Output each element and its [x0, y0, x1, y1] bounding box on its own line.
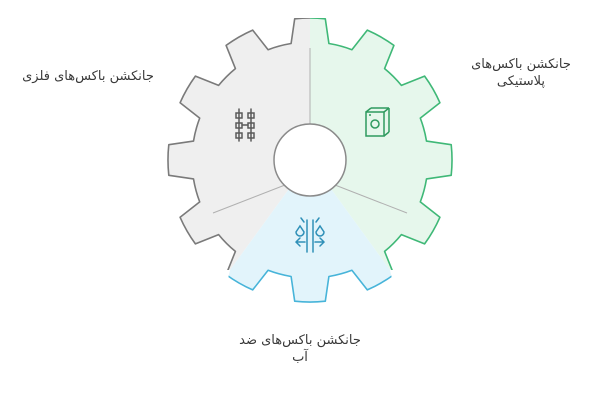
label-waterproof-junction-boxes: جانکشن باکس‌های ضد آب: [239, 333, 361, 365]
label-plastic-junction-boxes: جانکشن باکس‌های پلاستیکی: [471, 57, 571, 89]
junction-box-icon: [235, 108, 255, 142]
gear-center-hole: [273, 123, 347, 197]
gear-segment-plastic: [310, 18, 453, 270]
divider-left: [212, 184, 286, 214]
label-metal-junction-boxes: جانکشن باکس‌های فلزی: [22, 69, 154, 84]
water-drop-connector-icon: [294, 217, 326, 253]
divider-right: [334, 184, 408, 214]
plastic-box-icon: [365, 107, 390, 137]
gear-segment-metal: [167, 18, 310, 270]
